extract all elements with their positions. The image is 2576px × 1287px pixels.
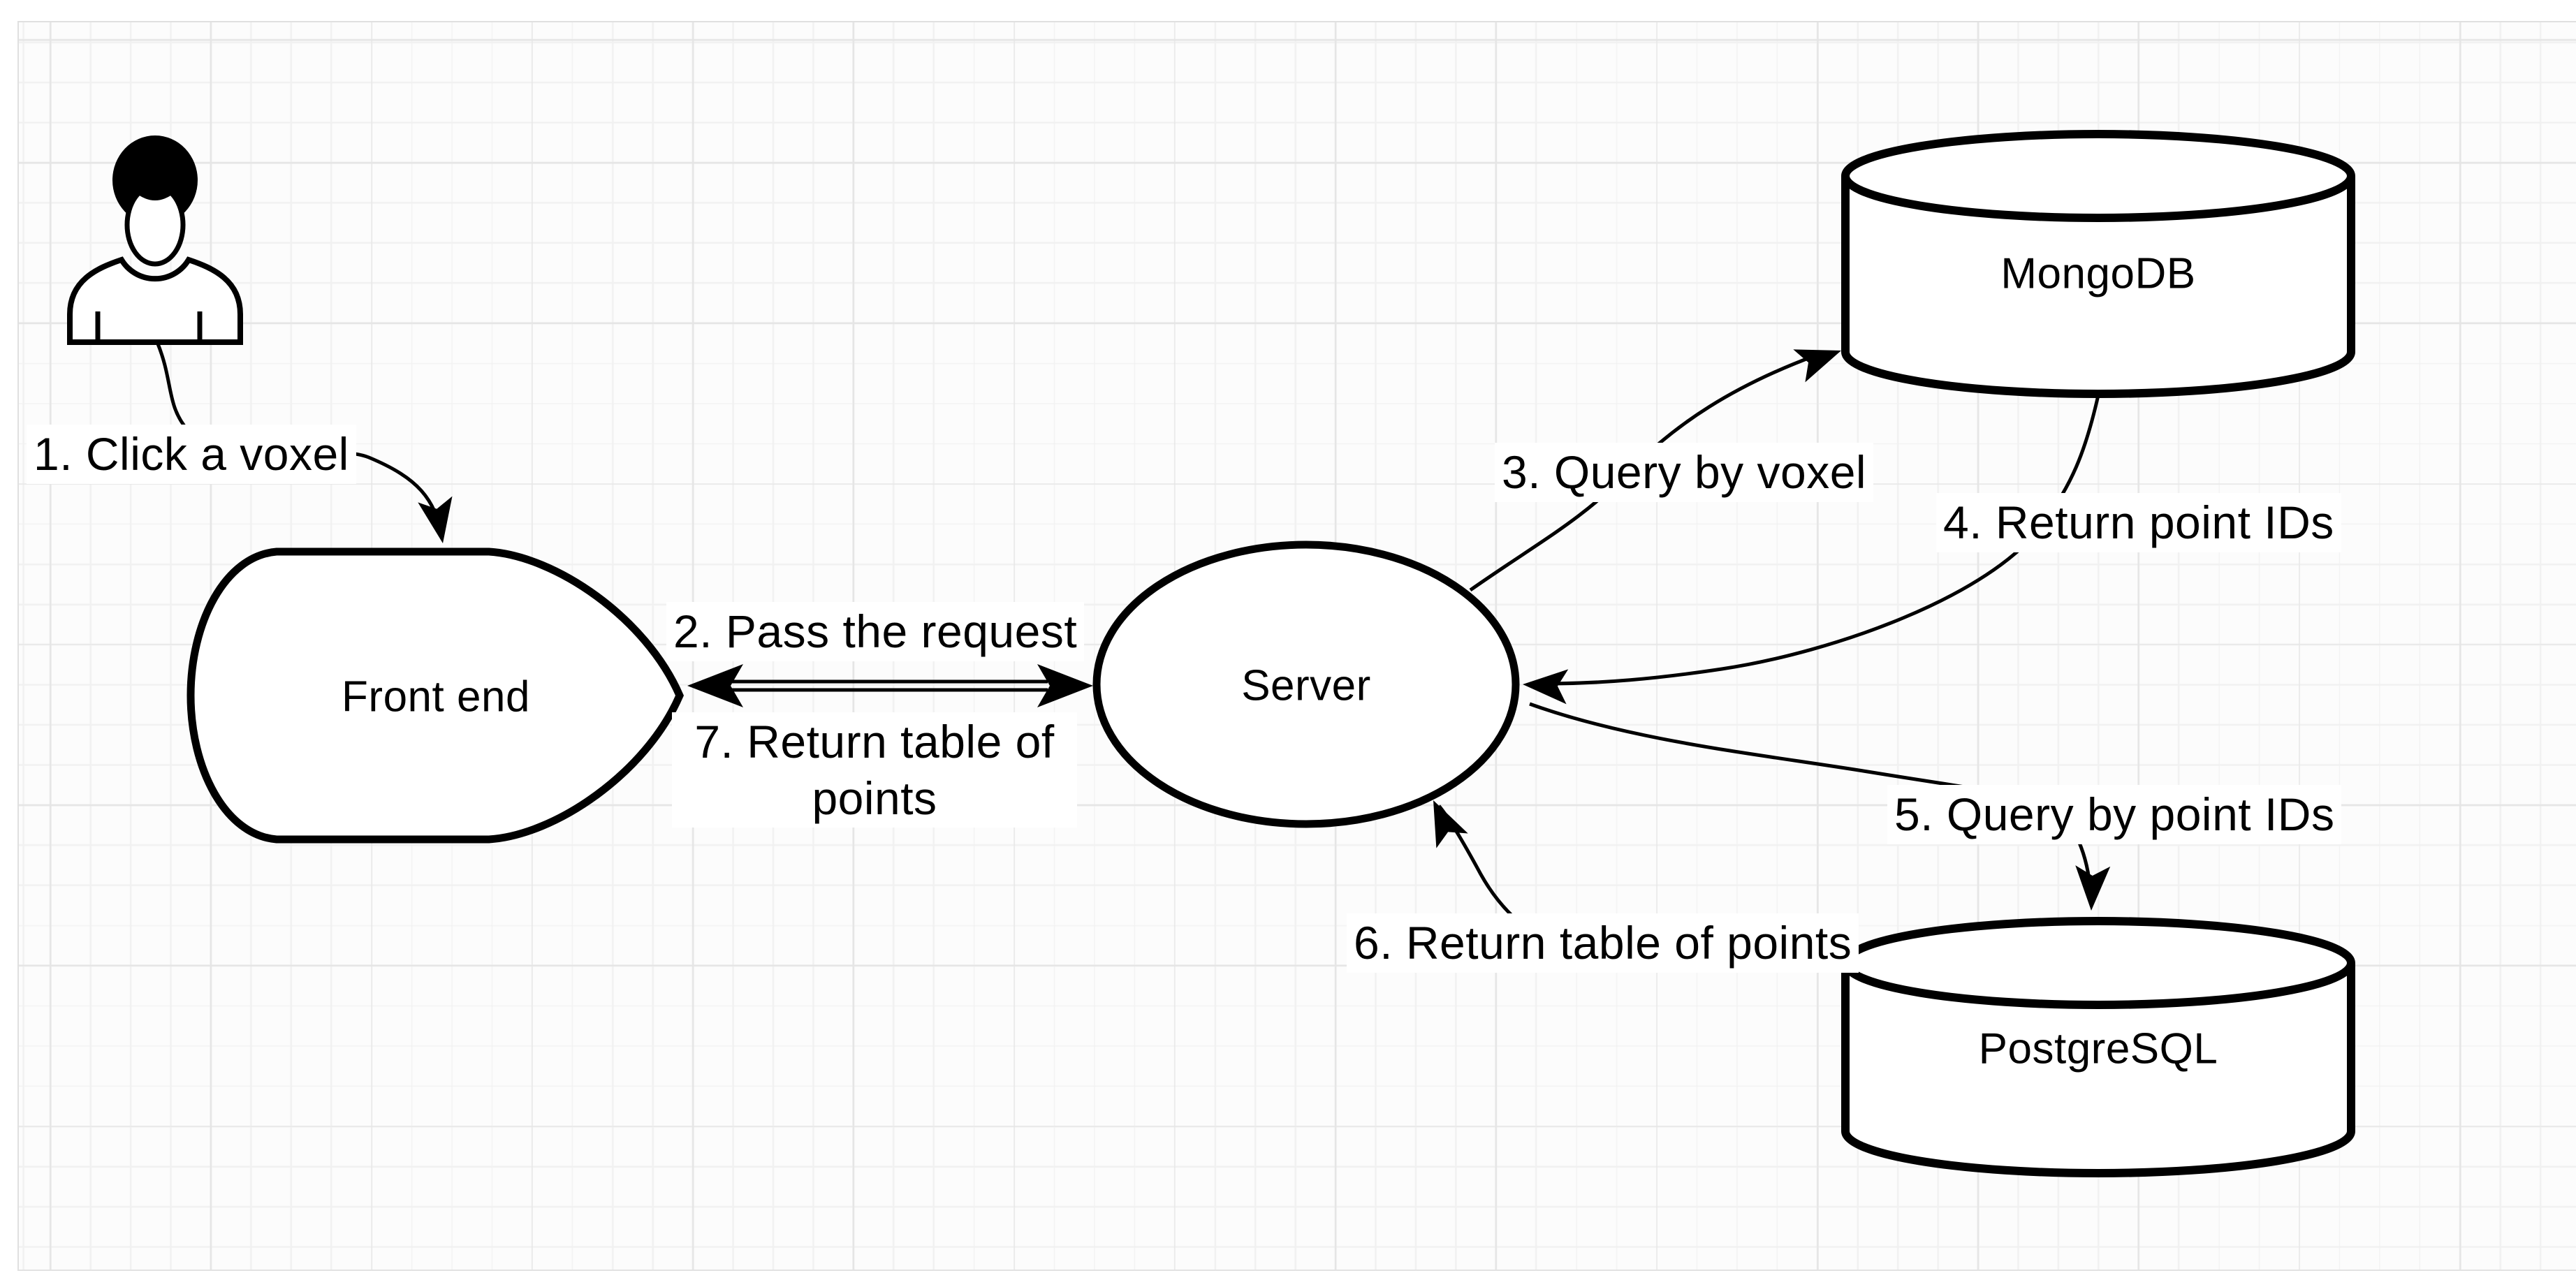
- edge-label-query-by-point-ids[interactable]: 5. Query by point IDs: [1887, 785, 2342, 844]
- arrowhead-into-server-bottom: [1433, 800, 1468, 848]
- edge-label-pass-request[interactable]: 2. Pass the request: [666, 602, 1085, 661]
- mongodb-cylinder-top[interactable]: [1841, 130, 2355, 222]
- user-person-icon[interactable]: [67, 135, 243, 345]
- server-shape[interactable]: [1092, 540, 1520, 828]
- edge-return-point-ids[interactable]: [1553, 395, 2100, 686]
- postgresql-cylinder[interactable]: [1841, 917, 2355, 1177]
- arrowheads: [418, 349, 2111, 911]
- person-bangs: [136, 180, 175, 200]
- edge-label-click-voxel[interactable]: 1. Click a voxel: [27, 425, 356, 484]
- arrowhead-into-mongodb: [1793, 349, 1841, 383]
- postgresql-cylinder-top[interactable]: [1841, 917, 2355, 1009]
- edge-label-return-table-frontend[interactable]: 7. Return table of points: [672, 712, 1077, 828]
- arrowhead-into-frontend-top: [418, 496, 453, 543]
- mongodb-cylinder[interactable]: [1841, 130, 2355, 398]
- mongodb-label[interactable]: MongoDB: [2000, 249, 2196, 298]
- arrowhead-into-server-right: [1523, 669, 1569, 705]
- arrowhead-into-server-left: [1037, 664, 1093, 707]
- postgresql-label[interactable]: PostgreSQL: [1978, 1024, 2218, 1073]
- arrowhead-into-postgresql: [2075, 865, 2111, 911]
- server-label[interactable]: Server: [1241, 661, 1371, 710]
- edge-label-return-point-ids[interactable]: 4. Return point IDs: [1936, 493, 2341, 552]
- edge-label-query-by-voxel[interactable]: 3. Query by voxel: [1495, 443, 1874, 502]
- frontend-shape[interactable]: [186, 547, 684, 844]
- mongodb-cylinder-body[interactable]: [1841, 176, 2355, 398]
- arrowhead-into-frontend: [687, 664, 743, 707]
- postgresql-cylinder-body[interactable]: [1841, 963, 2355, 1177]
- frontend-label[interactable]: Front end: [342, 672, 530, 721]
- edge-label-return-table-server[interactable]: 6. Return table of points: [1347, 913, 1859, 973]
